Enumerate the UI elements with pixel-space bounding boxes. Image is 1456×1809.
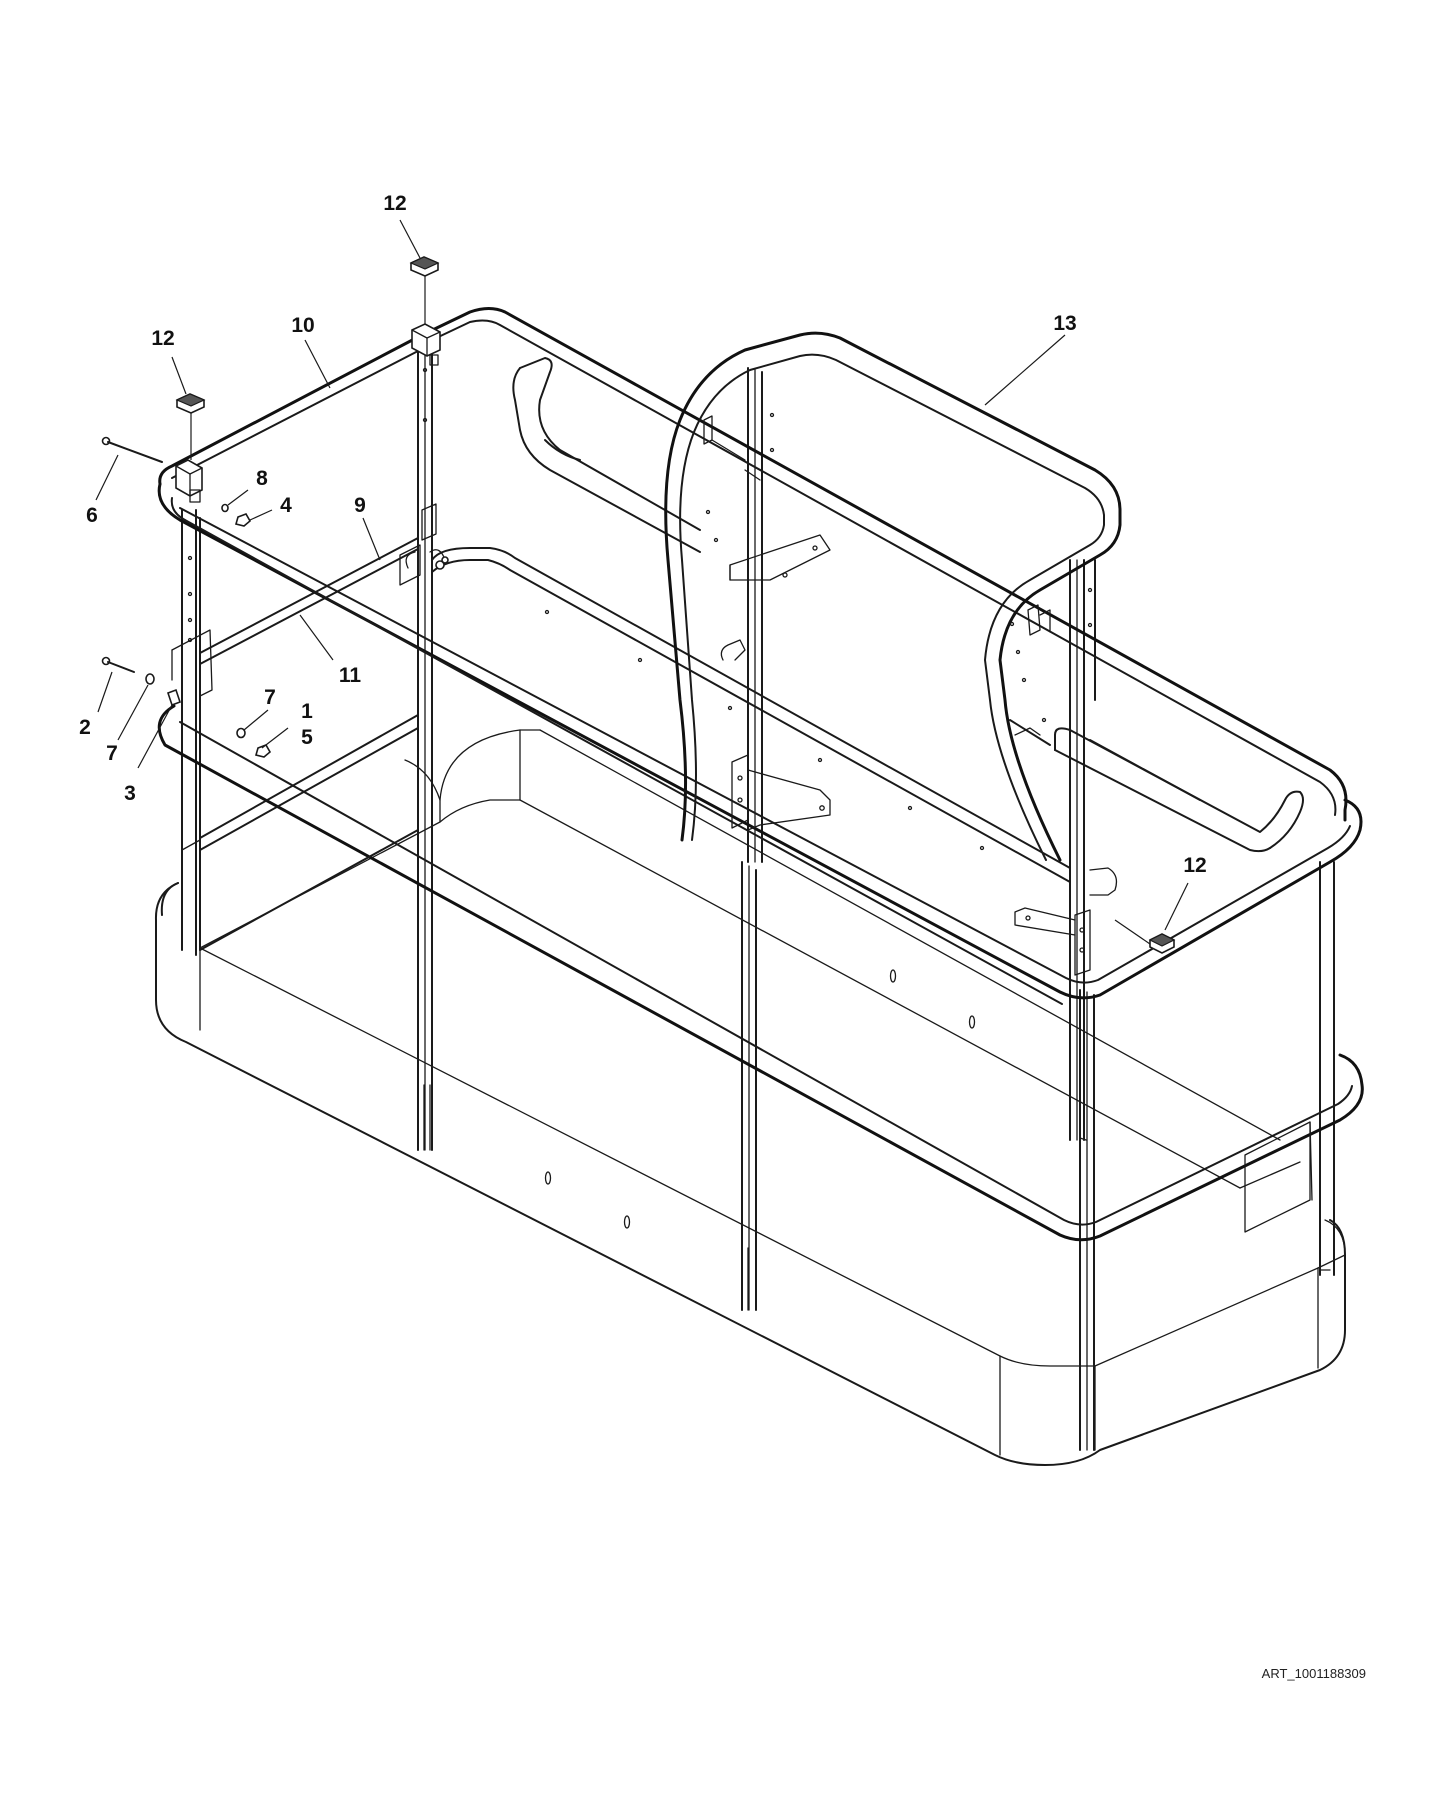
gate-frame: [664, 331, 1201, 862]
leader-10: [304, 339, 331, 389]
leader-2: [97, 671, 113, 713]
leader-7-left: [117, 684, 149, 741]
top-rail-front: [157, 482, 1363, 1005]
leader-9: [362, 517, 381, 561]
callout-11: 11: [339, 664, 362, 687]
leader-11: [299, 614, 334, 661]
leader-6: [95, 454, 119, 501]
leader-lines: [95, 219, 1189, 931]
callout-13: 13: [1053, 312, 1076, 335]
leader-3: [137, 704, 173, 769]
mid-rail: [157, 537, 1364, 1242]
callout-2: 2: [79, 716, 91, 739]
platform-base: [154, 729, 1346, 1466]
callout-3: 3: [124, 782, 136, 805]
leader-7-right: [243, 709, 269, 731]
right-handle: [1054, 727, 1304, 853]
rear-handle: [512, 357, 701, 553]
callout-9: 9: [354, 494, 366, 517]
leader-4: [249, 509, 273, 521]
art-id-label: ART_1001188309: [1262, 1666, 1366, 1681]
callout-1: 1: [301, 700, 313, 723]
callout-7-left: 7: [106, 742, 118, 765]
callout-7-right: 7: [264, 686, 276, 709]
leader-12-top: [399, 219, 421, 259]
hardware-parts: [101, 256, 1176, 954]
callout-4: 4: [280, 494, 292, 517]
inner-rear-rail: [181, 547, 1071, 951]
leader-12-right: [1164, 882, 1189, 931]
leader-12-left: [171, 356, 187, 395]
callout-5: 5: [301, 726, 313, 749]
callout-10: 10: [291, 314, 314, 337]
callout-12-left: 12: [151, 327, 174, 350]
callout-12-right: 12: [1183, 854, 1206, 877]
callout-labels: 12 12 12 10 13 6 8 4 9 11 2 7 3 7 1 5: [79, 192, 1207, 877]
mount-brackets: [171, 503, 1331, 1271]
callout-8: 8: [256, 467, 268, 490]
callout-6: 6: [86, 504, 98, 527]
top-rail-rear: [158, 307, 1348, 822]
callout-12-top: 12: [383, 192, 406, 215]
leader-8: [227, 489, 249, 506]
leader-13: [984, 334, 1066, 406]
leader-1-5: [261, 727, 289, 749]
